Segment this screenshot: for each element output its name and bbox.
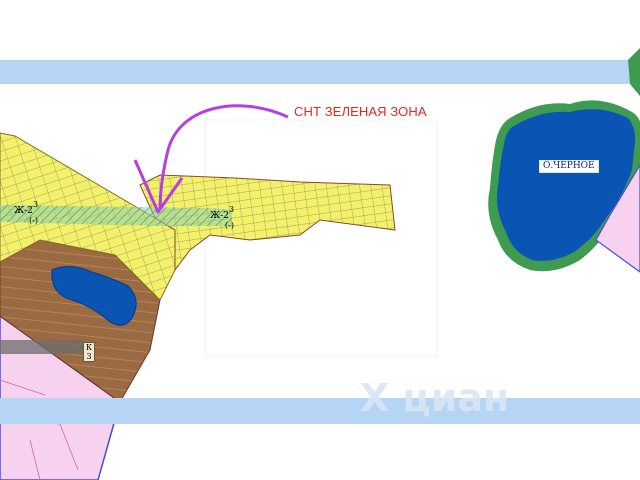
residential-zone-right	[139, 174, 396, 272]
k-zone-label: К 3	[83, 342, 95, 362]
arrow-head	[133, 159, 184, 214]
zone-sup: 3	[229, 205, 235, 214]
lake-label: О.ЧЕРНОЕ	[539, 160, 599, 173]
zone-code: Ж-2	[14, 206, 33, 216]
k-zone-line2: 3	[86, 352, 92, 361]
k-zone-bar	[0, 340, 84, 354]
green-edge-right	[628, 48, 640, 96]
zone-sup: 3	[33, 200, 39, 209]
zone-sub: (-)	[225, 221, 234, 230]
pink-zone-right	[595, 163, 640, 273]
watermark-logo: Х циан	[360, 376, 510, 420]
arrow-curve	[158, 104, 289, 211]
green-strip	[0, 205, 232, 226]
k-zone-line1: К	[85, 343, 93, 352]
pond	[51, 266, 137, 326]
zone-sub: (-)	[29, 216, 38, 225]
annotation-label: СНТ ЗЕЛЕНАЯ ЗОНА	[294, 104, 427, 119]
zone-code: Ж-2	[210, 211, 229, 221]
zone-label-left: Ж-2 3 (-)	[14, 200, 38, 225]
zone-label-right: Ж-2 3 (-)	[210, 205, 234, 230]
lake-water	[497, 109, 636, 261]
band-bottom	[0, 398, 640, 424]
band-top	[0, 60, 640, 84]
